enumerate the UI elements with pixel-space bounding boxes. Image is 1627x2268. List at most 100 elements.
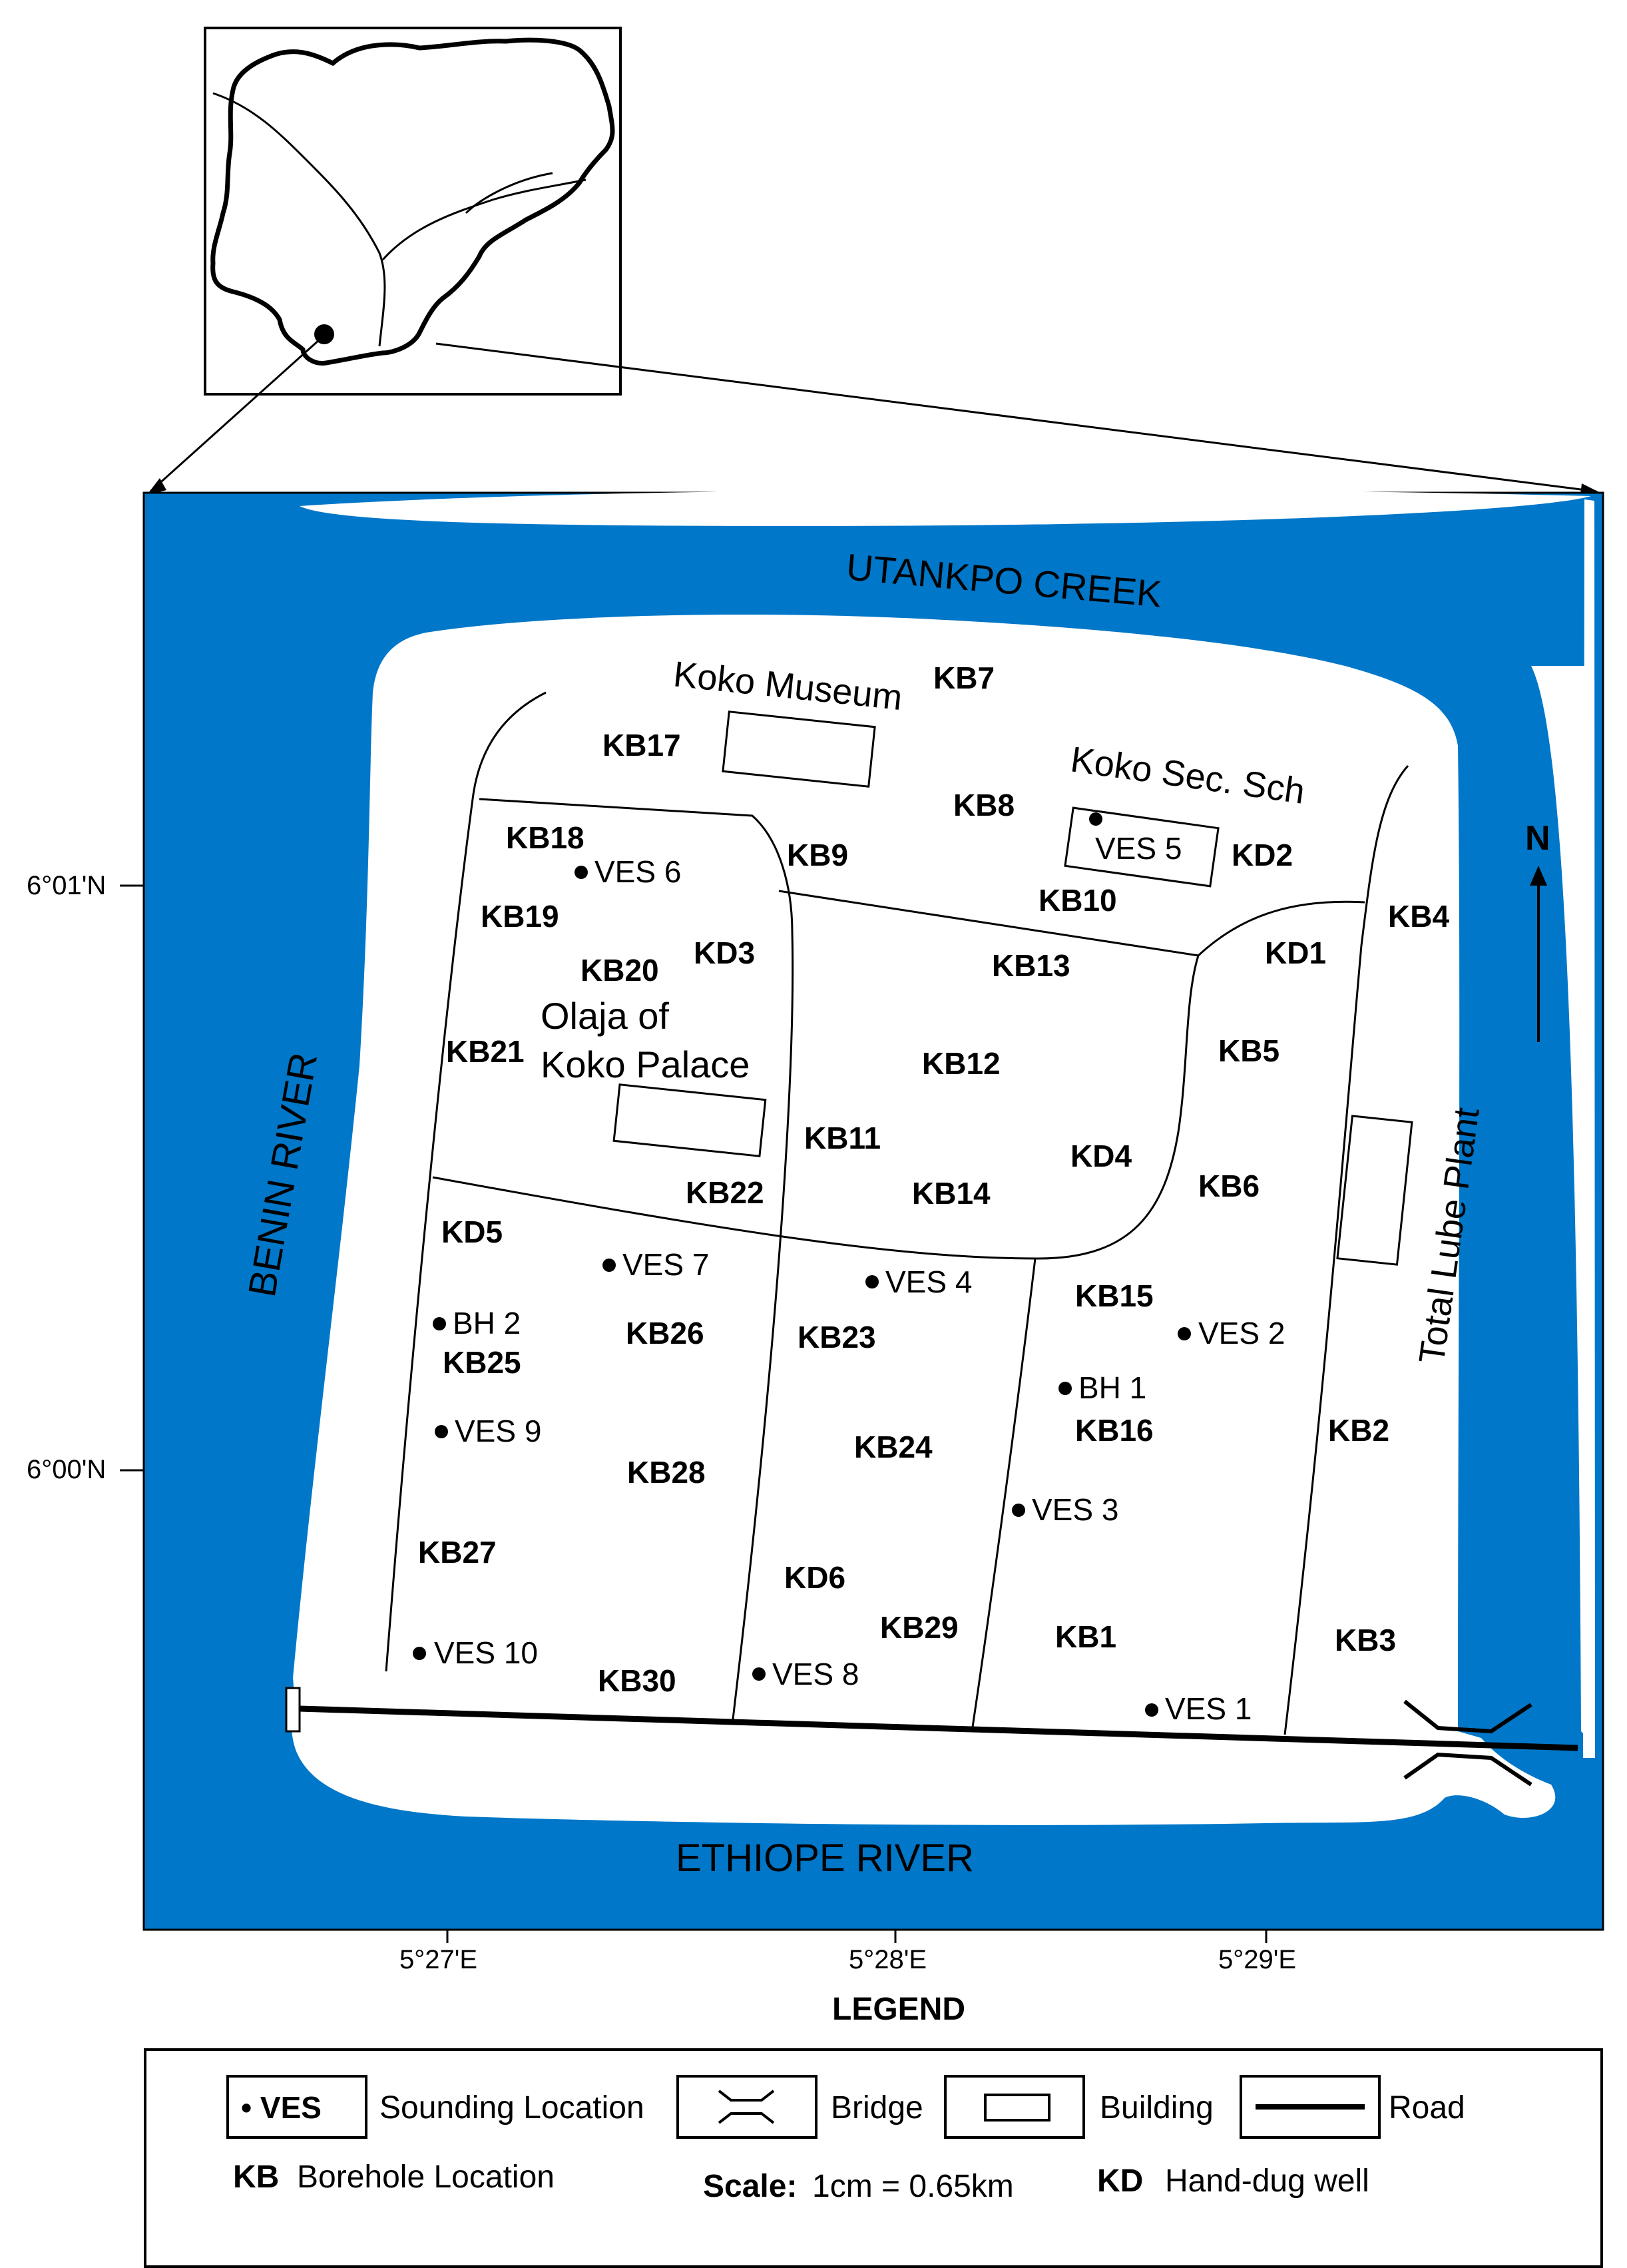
legend-bridge-swatch bbox=[676, 2075, 817, 2139]
top-land-sliver bbox=[300, 489, 1591, 526]
inset-map bbox=[146, 27, 1600, 495]
label-kb11: KB11 bbox=[804, 1121, 881, 1155]
label-kb23: KB23 bbox=[798, 1320, 876, 1354]
label-ves6: VES 6 bbox=[594, 854, 681, 889]
label-kb3: KB3 bbox=[1335, 1623, 1396, 1657]
label-kd5: KD5 bbox=[441, 1215, 503, 1249]
legend-ves-swatch: • VES bbox=[226, 2075, 367, 2139]
coordinate-labels: 6°01'N 6°00'N 5°27'E 5°28'E 5°29'E bbox=[27, 871, 1296, 1974]
label-ves4: VES 4 bbox=[885, 1265, 972, 1299]
label-kb18: KB18 bbox=[506, 820, 584, 855]
label-kb21: KB21 bbox=[446, 1034, 525, 1069]
bridge-icon bbox=[718, 2090, 775, 2124]
bridge-west bbox=[285, 1687, 301, 1733]
label-kb4: KB4 bbox=[1388, 899, 1449, 934]
label-ves8: VES 8 bbox=[772, 1657, 859, 1691]
label-kb5: KB5 bbox=[1218, 1033, 1279, 1068]
legend-kb-label: Borehole Location bbox=[297, 2159, 555, 2195]
island-landmass bbox=[292, 614, 1556, 1825]
label-kb10: KB10 bbox=[1039, 883, 1117, 918]
legend-scale-value: 1cm = 0.65km bbox=[812, 2169, 1014, 2204]
building-icon bbox=[984, 2094, 1050, 2122]
label-kb28: KB28 bbox=[627, 1455, 706, 1490]
legend-building-label: Building bbox=[1100, 2090, 1214, 2126]
legend-kb-symbol: KB bbox=[233, 2159, 280, 2195]
label-kb22: KB22 bbox=[686, 1175, 764, 1210]
inset-arrowhead-left bbox=[146, 478, 166, 495]
label-ves2: VES 2 bbox=[1198, 1316, 1285, 1350]
label-kb14: KB14 bbox=[912, 1176, 991, 1211]
label-ves7: VES 7 bbox=[622, 1247, 709, 1282]
inset-connector-left bbox=[149, 338, 321, 493]
label-kb29: KB29 bbox=[880, 1610, 959, 1645]
label-olaja-of: Olaja of bbox=[541, 995, 669, 1037]
north-label: N bbox=[1525, 819, 1550, 858]
handdug-well-labels: KD1 KD2 KD3 KD4 KD5 KD6 bbox=[441, 838, 1326, 1595]
building-koko-museum bbox=[722, 710, 876, 788]
label-kb24: KB24 bbox=[854, 1430, 933, 1464]
main-road bbox=[299, 1705, 1578, 1751]
label-ves5: VES 5 bbox=[1095, 831, 1182, 866]
lat-6-00: 6°00'N bbox=[27, 1455, 106, 1484]
label-kb19: KB19 bbox=[481, 899, 559, 934]
building-total-lube bbox=[1336, 1115, 1413, 1266]
label-kb25: KB25 bbox=[443, 1345, 521, 1380]
label-kb12: KB12 bbox=[922, 1046, 1001, 1081]
legend-box: • VES Sounding Location Bridge Building … bbox=[144, 2048, 1603, 2268]
lat-6-01: 6°01'N bbox=[27, 871, 106, 900]
label-kd2: KD2 bbox=[1232, 838, 1293, 872]
label-kb27: KB27 bbox=[418, 1535, 497, 1569]
inset-country-outline bbox=[210, 37, 615, 366]
label-kb6: KB6 bbox=[1198, 1169, 1260, 1203]
road-icon bbox=[1256, 2104, 1365, 2110]
north-arrow: N bbox=[1525, 819, 1550, 1042]
building-olaja-palace bbox=[612, 1083, 767, 1157]
label-kb30: KB30 bbox=[598, 1663, 676, 1698]
lon-5-29: 5°29'E bbox=[1218, 1945, 1296, 1974]
lon-5-27: 5°27'E bbox=[399, 1945, 477, 1974]
legend-road-label: Road bbox=[1389, 2090, 1465, 2126]
borehole-labels: KB1 KB2 KB3 KB4 KB5 KB6 KB7 KB8 KB9 KB10… bbox=[418, 661, 1449, 1698]
label-ves10: VES 10 bbox=[434, 1635, 538, 1670]
label-kb16: KB16 bbox=[1075, 1413, 1154, 1448]
legend-road-swatch bbox=[1240, 2075, 1381, 2139]
label-kb2: KB2 bbox=[1328, 1413, 1389, 1448]
legend-kd-symbol: KD bbox=[1097, 2163, 1144, 2199]
label-ves9: VES 9 bbox=[455, 1414, 541, 1448]
legend-title: LEGEND bbox=[832, 1992, 966, 2027]
label-kb13: KB13 bbox=[992, 948, 1070, 983]
label-kb1: KB1 bbox=[1055, 1619, 1116, 1654]
label-bh1: BH 1 bbox=[1078, 1370, 1146, 1405]
label-bh2: BH 2 bbox=[453, 1306, 521, 1340]
main-map: UTANKPO CREEK BENIN RIVER ETHIOPE RIVER … bbox=[142, 489, 1604, 1931]
label-kd6: KD6 bbox=[784, 1560, 845, 1595]
bh-points: BH 1 BH 2 bbox=[433, 1306, 1146, 1405]
bridge-east bbox=[1403, 1699, 1532, 1787]
label-ves1: VES 1 bbox=[1165, 1691, 1252, 1726]
label-kb17: KB17 bbox=[602, 728, 681, 762]
legend-ves-symbol: • VES bbox=[241, 2090, 322, 2125]
building-koko-sec-sch bbox=[1064, 806, 1220, 888]
label-kb7: KB7 bbox=[933, 661, 995, 695]
label-kd1: KD1 bbox=[1265, 936, 1326, 970]
inset-river-niger bbox=[212, 92, 386, 347]
label-kb15: KB15 bbox=[1075, 1278, 1154, 1313]
legend-kd-label: Hand-dug well bbox=[1165, 2163, 1369, 2199]
label-koko-palace: Koko Palace bbox=[541, 1043, 750, 1085]
label-kb26: KB26 bbox=[626, 1316, 704, 1350]
inset-river-tributary bbox=[465, 172, 553, 214]
label-ves3: VES 3 bbox=[1032, 1492, 1118, 1527]
label-kd3: KD3 bbox=[694, 936, 755, 970]
inset-connector-right bbox=[435, 342, 1597, 493]
label-kb20: KB20 bbox=[581, 953, 659, 988]
label-kb8: KB8 bbox=[953, 788, 1015, 822]
label-kd4: KD4 bbox=[1070, 1139, 1132, 1173]
ves-points: VES 1 VES 2 VES 3 VES 4 VES 5 VES 6 VES … bbox=[413, 812, 1285, 1726]
legend-bridge-label: Bridge bbox=[831, 2090, 923, 2126]
label-ethiope-river: ETHIOPE RIVER bbox=[676, 1837, 974, 1880]
inset-river-benue bbox=[381, 178, 586, 261]
inset-frame bbox=[204, 27, 622, 396]
legend-ves-label: Sounding Location bbox=[379, 2090, 644, 2126]
label-kb9: KB9 bbox=[787, 838, 848, 872]
